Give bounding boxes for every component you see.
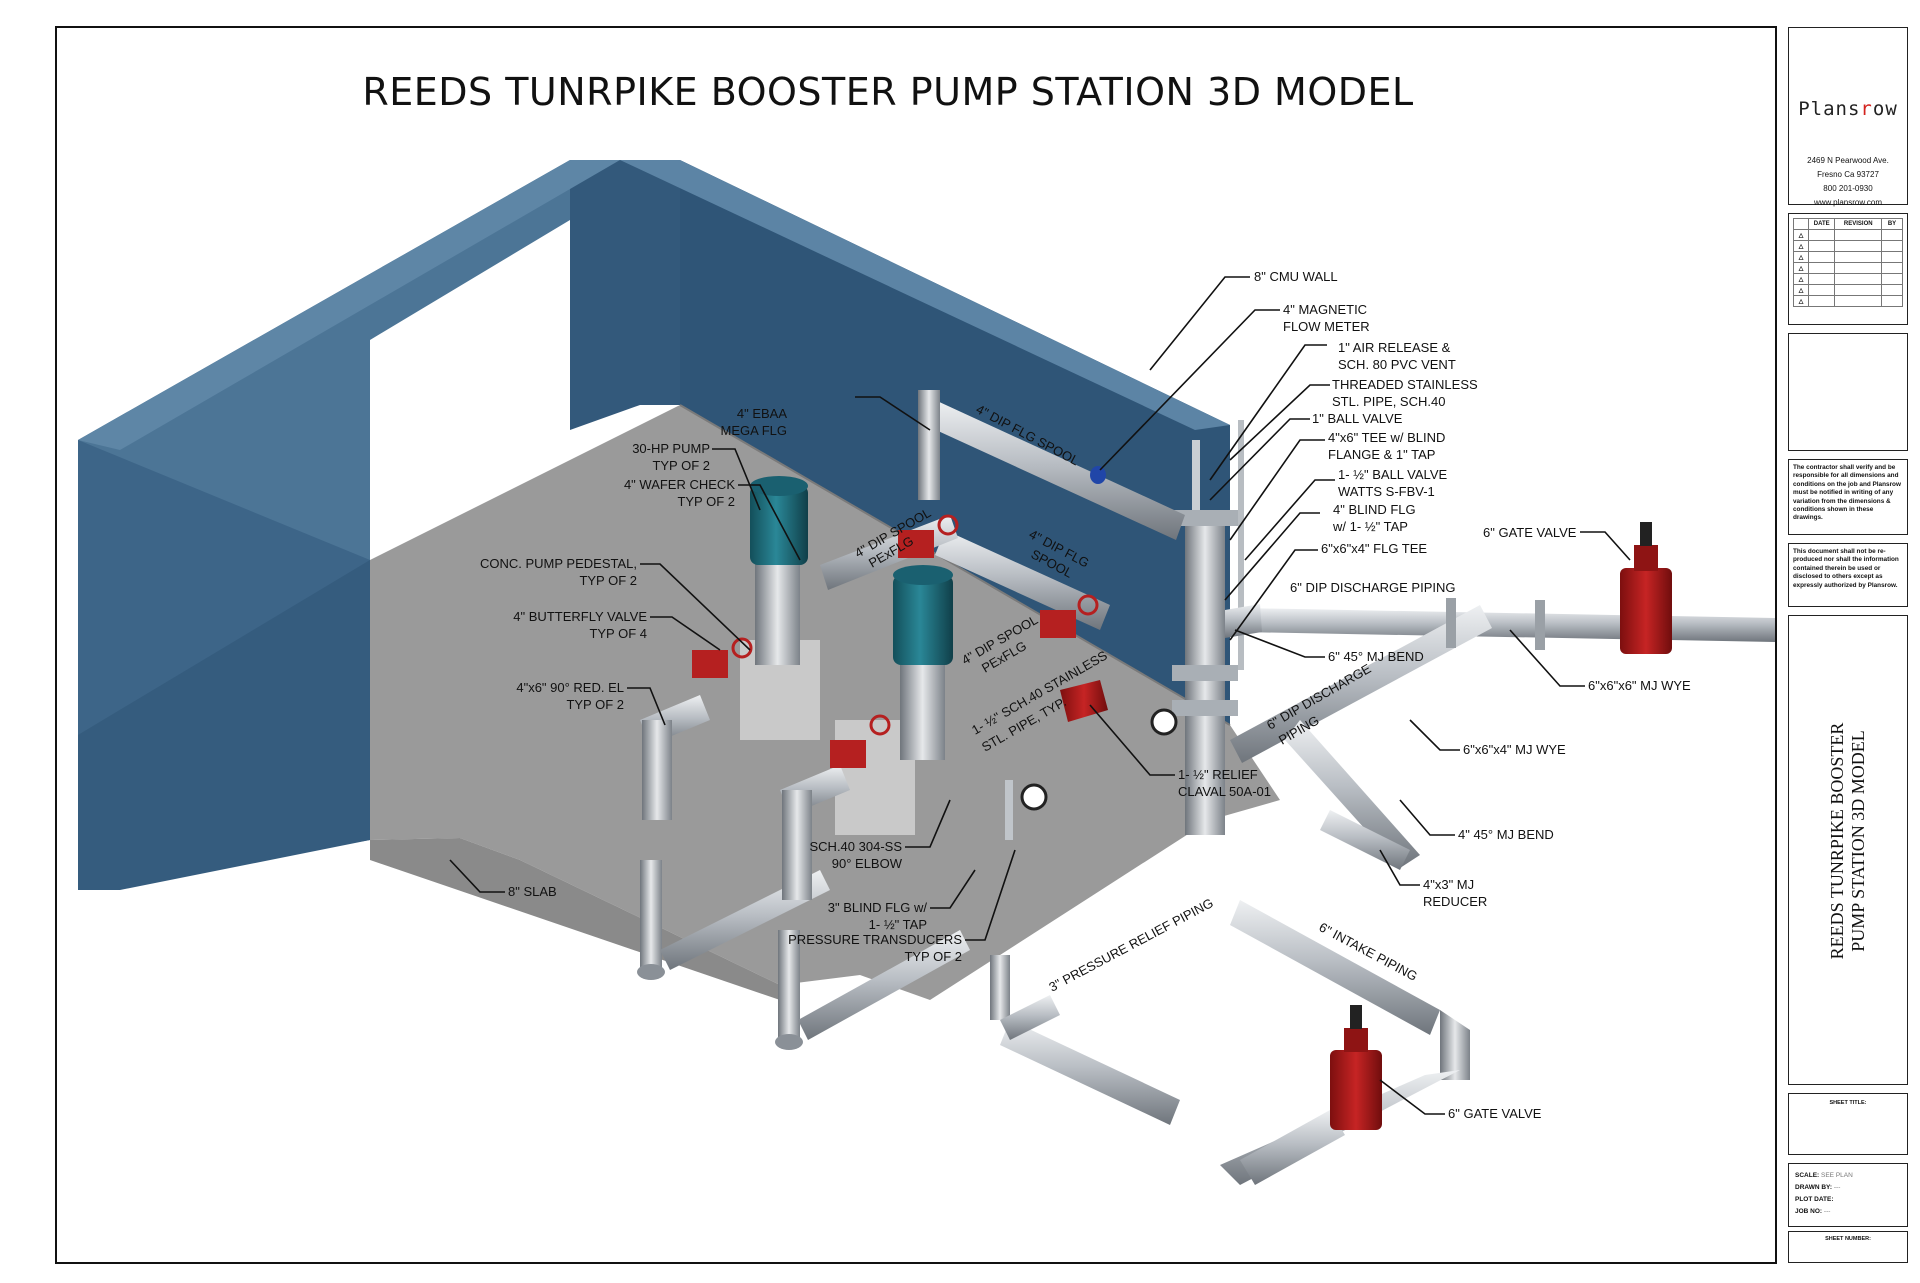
contractor-note: The contractor shall verify and be respo… xyxy=(1793,464,1901,522)
job-no-field: JOB NO: --- xyxy=(1795,1208,1831,1215)
callout-red-el-2: TYP OF 2 xyxy=(566,697,624,712)
callout-gate-valve-bottom: 6" GATE VALVE xyxy=(1448,1106,1542,1121)
callout-wafer: 4" WAFER CHECK xyxy=(624,477,735,492)
pump-2 xyxy=(835,565,953,835)
sheet-title-box: SHEET TITLE: xyxy=(1788,1093,1908,1155)
callout-tee-blind: 4"x6" TEE w/ BLIND xyxy=(1328,430,1445,445)
callout-red-el: 4"x6" 90° RED. EL xyxy=(516,680,624,695)
callout-ball-valve-watts: 1- ½" BALL VALVE xyxy=(1338,467,1447,482)
vertical-sheet-title: REEDS TUNRPIKE BOOSTER PUMP STATION 3D M… xyxy=(1827,722,1868,960)
callout-ball-valve: 1" BALL VALVE xyxy=(1312,411,1403,426)
callout-blind-flg3-2: 1- ½" TAP xyxy=(869,917,927,932)
callout-threaded-2: STL. PIPE, SCH.40 xyxy=(1332,394,1445,409)
flg-spool-upper xyxy=(918,390,1185,540)
vertical-title-box: REEDS TUNRPIKE BOOSTER PUMP STATION 3D M… xyxy=(1788,615,1908,1085)
callout-pump-2: TYP OF 2 xyxy=(652,458,710,473)
contractor-note-box: The contractor shall verify and be respo… xyxy=(1788,459,1908,535)
callout-reducer-2: REDUCER xyxy=(1423,894,1487,909)
butterfly-valves xyxy=(692,514,1099,768)
drawn-by-field: DRAWN BY: --- xyxy=(1795,1184,1841,1191)
manifold-riser xyxy=(1172,420,1262,835)
callout-slab: 8" SLAB xyxy=(508,884,557,899)
leader-lines xyxy=(449,276,1631,1115)
callout-mj-wye-6: 6"x6"x6" MJ WYE xyxy=(1588,678,1691,693)
callout-tee-blind-2: FLANGE & 1" TAP xyxy=(1328,447,1435,462)
blank-stamp-box xyxy=(1788,333,1908,451)
red-el-2 xyxy=(780,765,850,900)
sheet-number-box: SHEET NUMBER: xyxy=(1788,1231,1908,1263)
callout-flg-spool-top: 4" DIP FLG SPOOL xyxy=(974,401,1082,468)
callout-blind-flg: 4" BLIND FLG xyxy=(1333,502,1416,517)
callout-air-release: 1" AIR RELEASE & xyxy=(1338,340,1451,355)
copyright-note: This document shall not be re- produced … xyxy=(1793,548,1899,589)
sheet-title-label: SHEET TITLE: xyxy=(1829,1100,1867,1106)
callout-threaded: THREADED STAINLESS xyxy=(1332,377,1478,392)
callout-pedestal: CONC. PUMP PEDESTAL, xyxy=(480,556,637,571)
drawing-title: REEDS TUNRPIKE BOOSTER PUMP STATION 3D M… xyxy=(362,70,1414,114)
firm-logo-box: Plansrow 2469 N Pearwood Ave. Fresno Ca … xyxy=(1788,27,1908,207)
callout-intake-piping: 6" INTAKE PIPING xyxy=(1317,919,1420,983)
callout-blind-flg-2: w/ 1- ½" TAP xyxy=(1332,519,1408,534)
scale-field: SCALE: SEE PLAN xyxy=(1795,1172,1853,1179)
callout-butterfly: 4" BUTTERFLY VALVE xyxy=(513,609,647,624)
drawing-border xyxy=(55,26,1777,1264)
callout-flg-tee: 6"x6"x4" FLG TEE xyxy=(1321,541,1427,556)
callout-air-release-2: SCH. 80 PVC VENT xyxy=(1338,357,1456,372)
callout-relief: 1- ½" RELIEF xyxy=(1178,767,1258,782)
callout-pressure-relief: 3" PRESSURE RELIEF PIPING xyxy=(1046,895,1215,995)
callout-ball-valve-watts-2: WATTS S-FBV-1 xyxy=(1338,484,1435,499)
plot-date-field: PLOT DATE: xyxy=(1795,1196,1834,1203)
pump-1 xyxy=(740,476,820,740)
cmu-wall xyxy=(78,160,1230,890)
firm-logo: Plansrow xyxy=(1798,98,1898,120)
callout-ebaa: 4" EBAA xyxy=(737,406,787,421)
callout-relief-2: CLAVAL 50A-01 xyxy=(1178,784,1271,799)
callout-blind-flg3: 3" BLIND FLG w/ xyxy=(828,900,928,915)
callout-discharge-piping: 6" DIP DISCHARGE PIPING xyxy=(1290,580,1455,595)
callout-pedestal-2: TYP OF 2 xyxy=(579,573,637,588)
callout-transducers: PRESSURE TRANSDUCERS xyxy=(788,932,962,947)
callout-butterfly-2: TYP OF 4 xyxy=(589,626,647,641)
callout-wafer-2: TYP OF 2 xyxy=(677,494,735,509)
callout-flow-meter-2: FLOW METER xyxy=(1283,319,1370,334)
gate-valve-bottom xyxy=(1330,1005,1382,1130)
callout-mj-wye-4: 6"x6"x4" MJ WYE xyxy=(1463,742,1566,757)
callout-elbow-2: 90° ELBOW xyxy=(832,856,903,871)
callout-reducer: 4"x3" MJ xyxy=(1423,877,1474,892)
gate-valve-top xyxy=(1620,522,1672,654)
red-el-1 xyxy=(640,695,710,820)
sheet-number-label: SHEET NUMBER: xyxy=(1825,1236,1871,1242)
callout-ebaa-2: MEGA FLG xyxy=(721,423,787,438)
callout-elbow: SCH.40 304-SS xyxy=(810,839,903,854)
meta-box: SCALE: SEE PLAN DRAWN BY: --- PLOT DATE:… xyxy=(1788,1163,1908,1227)
callout-mj-bend-45: 6" 45° MJ BEND xyxy=(1328,649,1424,664)
callout-pump: 30-HP PUMP xyxy=(632,441,710,456)
callout-cmu-wall: 8" CMU WALL xyxy=(1254,269,1338,284)
callout-mj-bend-4: 4" 45° MJ BEND xyxy=(1458,827,1554,842)
copyright-note-box: This document shall not be re- produced … xyxy=(1788,543,1908,607)
callout-transducers-2: TYP OF 2 xyxy=(904,949,962,964)
callout-flow-meter: 4" MAGNETIC xyxy=(1283,302,1367,317)
pressure-gauges xyxy=(1005,708,1178,840)
firm-address: 2469 N Pearwood Ave. Fresno Ca 93727 800… xyxy=(1807,156,1889,207)
callout-gate-valve-top: 6" GATE VALVE xyxy=(1483,525,1577,540)
